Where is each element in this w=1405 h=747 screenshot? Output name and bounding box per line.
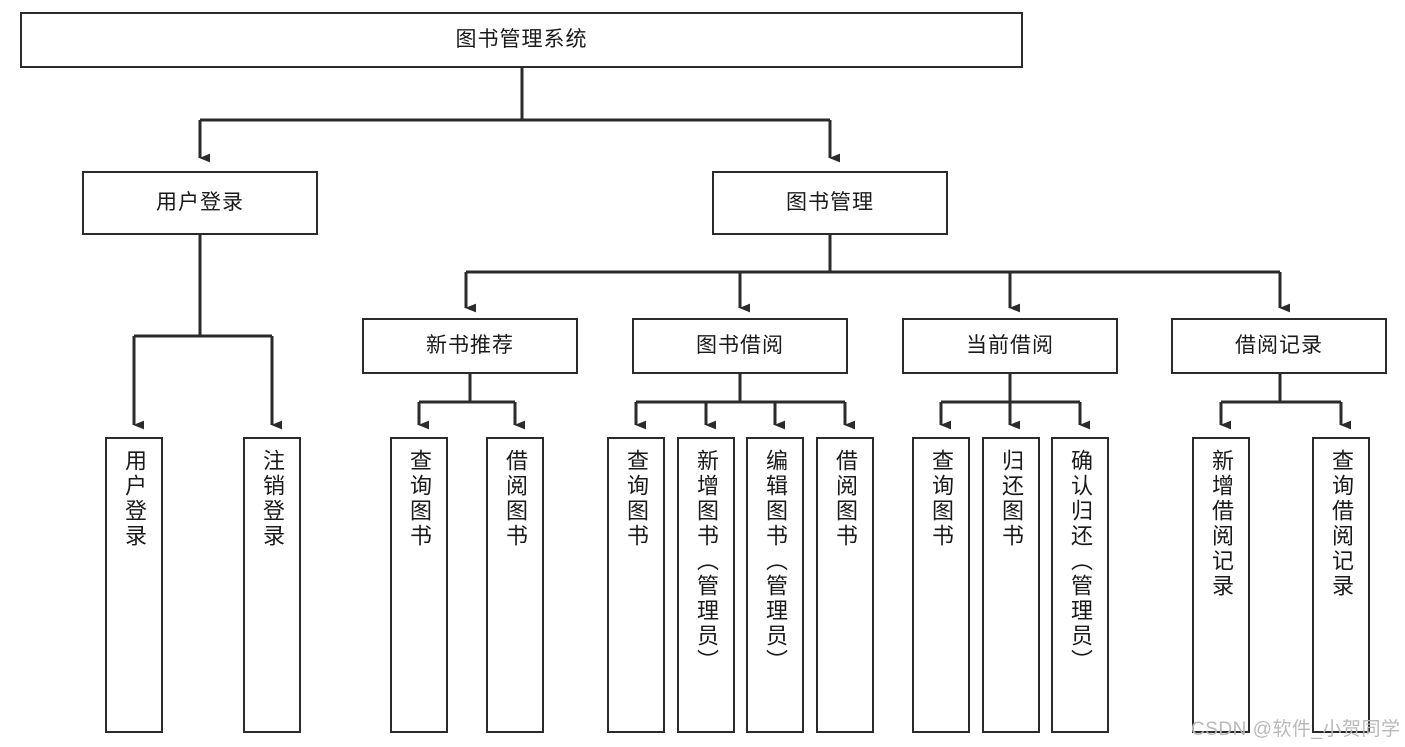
node-root-system-label: 图书管理系统 <box>455 27 588 51</box>
node-leaf-query-book-3[interactable]: 查询图书 <box>912 437 970 733</box>
node-leaf-return-book[interactable]: 归还图书 <box>982 437 1040 733</box>
node-book-manage-label: 图书管理 <box>786 190 874 214</box>
node-leaf-query-book-3-label: 查询图书 <box>929 449 954 549</box>
node-leaf-borrow-book-2-label: 借阅图书 <box>833 449 858 549</box>
node-leaf-query-book-1[interactable]: 查询图书 <box>390 437 448 733</box>
node-leaf-return-book-label: 归还图书 <box>999 449 1024 549</box>
node-book-borrow-label: 图书借阅 <box>696 333 784 357</box>
node-leaf-confirm-return[interactable]: 确认归还（管理员） <box>1051 437 1109 733</box>
node-new-book-recommend[interactable]: 新书推荐 <box>362 318 578 374</box>
node-leaf-add-book-label: 新增图书（管理员） <box>694 449 719 674</box>
node-leaf-borrow-book-2[interactable]: 借阅图书 <box>816 437 874 733</box>
node-book-borrow[interactable]: 图书借阅 <box>632 318 848 374</box>
node-leaf-query-book-1-label: 查询图书 <box>407 449 432 549</box>
node-new-book-recommend-label: 新书推荐 <box>426 333 514 357</box>
node-leaf-edit-book[interactable]: 编辑图书（管理员） <box>746 437 804 733</box>
node-leaf-confirm-return-label: 确认归还（管理员） <box>1068 449 1093 674</box>
node-user-login[interactable]: 用户登录 <box>82 171 318 235</box>
node-leaf-query-book-2[interactable]: 查询图书 <box>607 437 665 733</box>
node-leaf-add-record[interactable]: 新增借阅记录 <box>1192 437 1250 733</box>
node-leaf-user-login[interactable]: 用户登录 <box>105 437 163 733</box>
node-current-borrow-label: 当前借阅 <box>966 333 1054 357</box>
node-leaf-add-book[interactable]: 新增图书（管理员） <box>677 437 735 733</box>
node-leaf-query-record-label: 查询借阅记录 <box>1329 449 1354 599</box>
node-leaf-user-login-label: 用户登录 <box>122 449 147 549</box>
node-book-manage[interactable]: 图书管理 <box>712 171 948 235</box>
node-leaf-query-record[interactable]: 查询借阅记录 <box>1312 437 1370 733</box>
node-leaf-edit-book-label: 编辑图书（管理员） <box>763 449 788 674</box>
node-user-login-label: 用户登录 <box>156 190 244 214</box>
node-leaf-logout-login-label: 注销登录 <box>260 449 285 549</box>
node-leaf-borrow-book-1-label: 借阅图书 <box>503 449 528 549</box>
node-borrow-record-label: 借阅记录 <box>1235 333 1323 357</box>
node-leaf-logout-login[interactable]: 注销登录 <box>243 437 301 733</box>
node-leaf-add-record-label: 新增借阅记录 <box>1209 449 1234 599</box>
node-root-system[interactable]: 图书管理系统 <box>20 12 1023 68</box>
node-current-borrow[interactable]: 当前借阅 <box>902 318 1118 374</box>
node-leaf-borrow-book-1[interactable]: 借阅图书 <box>486 437 544 733</box>
node-borrow-record[interactable]: 借阅记录 <box>1171 318 1387 374</box>
node-leaf-query-book-2-label: 查询图书 <box>624 449 649 549</box>
